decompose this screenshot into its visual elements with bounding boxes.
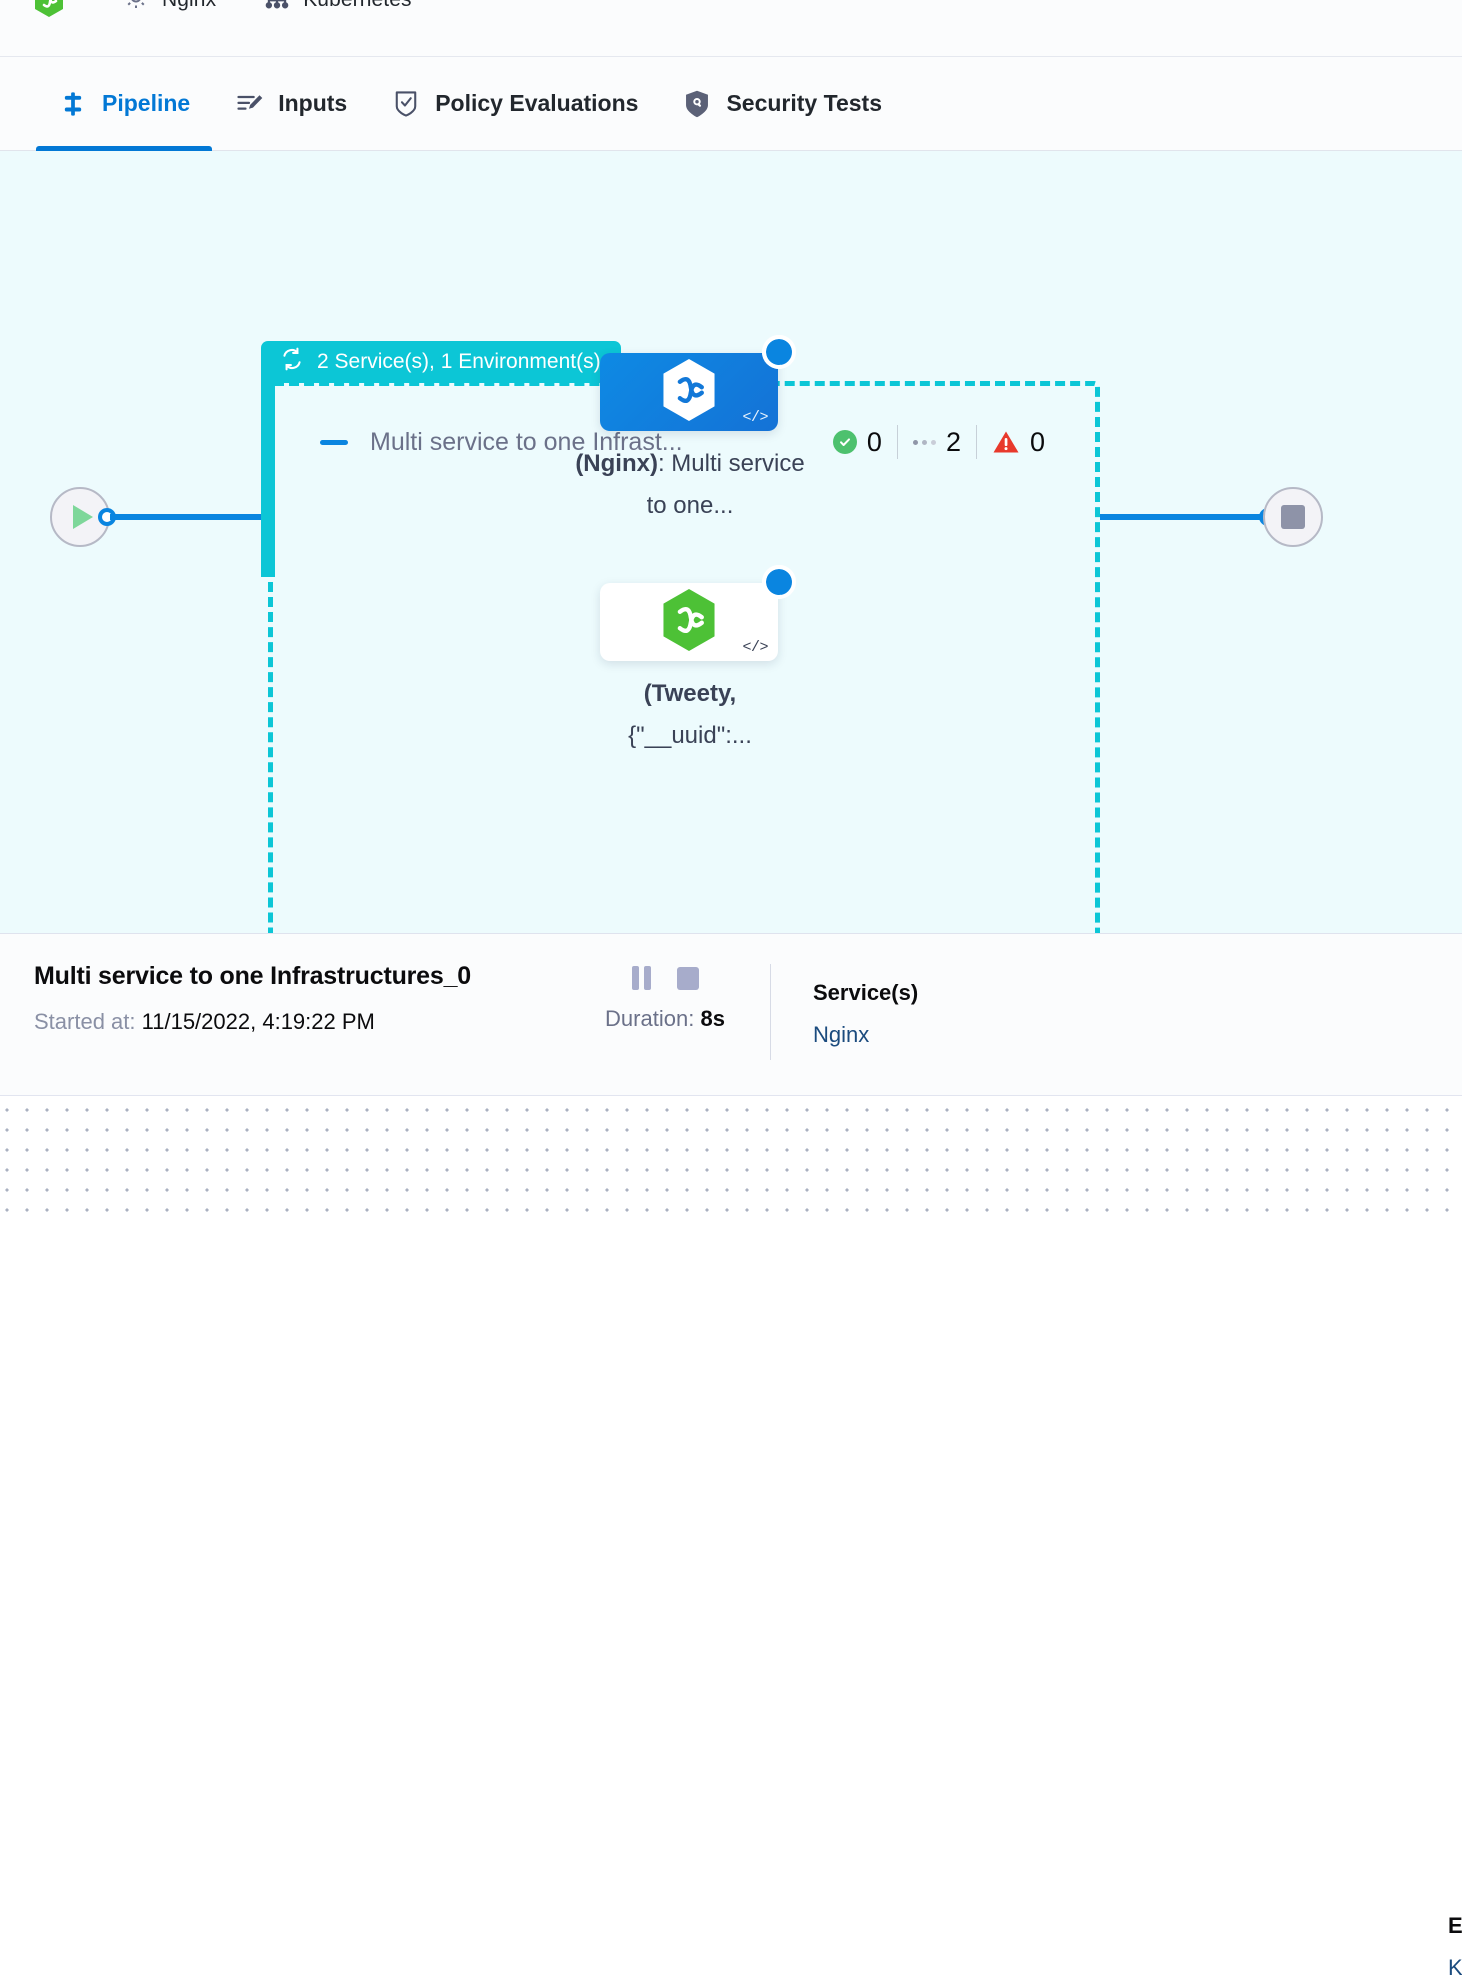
loop-rotate-icon — [279, 346, 305, 378]
breadcrumb-bar: Nginx Kubernetes — [0, 0, 1462, 57]
pipeline-icon — [58, 89, 88, 119]
stage-group-label: 2 Service(s), 1 Environment(s) — [317, 350, 601, 373]
service-node-nginx-label: (Nginx): Multi service to one... — [565, 443, 815, 527]
edge-group-to-end — [1100, 514, 1268, 520]
duration-value: 8s — [700, 1006, 725, 1031]
harness-hexagon-green-icon — [660, 588, 718, 656]
counter-value: 2 — [945, 426, 961, 457]
play-icon — [72, 505, 93, 529]
tab-label: Security Tests — [726, 90, 882, 116]
stop-icon[interactable] — [676, 966, 699, 990]
counter-success: 0 — [818, 425, 897, 459]
stop-icon — [1281, 505, 1305, 529]
breadcrumb-item-kubernetes[interactable]: Kubernetes — [262, 0, 412, 17]
code-tag: </> — [742, 639, 768, 656]
gear-icon — [121, 0, 151, 17]
node-status-running-icon — [762, 565, 796, 599]
tab-label: Pipeline — [102, 90, 191, 116]
stage-header-row[interactable]: Multi service to one Infrast... 0 2 — [320, 419, 1060, 465]
service-node-label-rest: : Multi service to one... — [646, 450, 805, 519]
duration-block: Duration: 8s — [560, 934, 770, 1032]
services-block: Service(s) Nginx — [771, 934, 918, 1048]
execution-controls — [560, 964, 770, 992]
service-node-tweety[interactable]: </> — [600, 583, 778, 661]
code-tag: </> — [742, 409, 768, 426]
tab-pipeline[interactable]: Pipeline — [36, 57, 213, 151]
pipeline-canvas[interactable]: 2 Service(s), 1 Environment(s) Multi ser… — [0, 151, 1462, 933]
collapse-dash-icon[interactable] — [320, 439, 348, 445]
stage-group-header[interactable]: 2 Service(s), 1 Environment(s) — [261, 341, 621, 383]
detail-left-block: Multi service to one Infrastructures_0 S… — [0, 934, 560, 1035]
service-node-label-rest: {"__uuid":... — [628, 722, 752, 749]
stage-counters: 0 2 0 — [818, 422, 1060, 462]
check-circle-icon — [832, 430, 857, 454]
counter-failed: 0 — [975, 425, 1060, 459]
tab-label: Inputs — [278, 90, 348, 116]
execution-detail-panel: Multi service to one Infrastructures_0 S… — [0, 933, 1462, 1980]
pipeline-start-node[interactable] — [50, 487, 110, 547]
three-dots-icon — [912, 439, 936, 445]
canvas-dot-grid[interactable] — [0, 1095, 1462, 1228]
policy-shield-check-icon — [391, 89, 421, 119]
edge-start-to-group — [110, 514, 270, 520]
duration-label: Duration: — [605, 1006, 695, 1031]
started-at-row: Started at: 11/15/2022, 4:19:22 PM — [34, 1009, 560, 1035]
counter-running: 2 — [896, 425, 976, 459]
detail-divider — [770, 964, 771, 1060]
kubernetes-icon — [262, 0, 292, 17]
inputs-icon — [234, 89, 264, 119]
environments-block: Envi Kub — [1406, 1867, 1462, 1981]
service-node-nginx[interactable]: </> — [600, 353, 778, 431]
service-node-label-bold: (Nginx) — [575, 450, 658, 477]
duration-text: Duration: 8s — [560, 1006, 770, 1032]
page-title: Multi service to one Infrastructures_0 — [34, 962, 471, 990]
harness-hexagon-white-icon — [660, 358, 718, 426]
services-value-link[interactable]: Nginx — [813, 1022, 870, 1047]
services-heading: Service(s) — [813, 980, 919, 1005]
environments-heading: Envi — [1448, 1913, 1462, 1938]
pause-icon[interactable] — [631, 966, 651, 990]
security-shield-icon — [682, 89, 712, 119]
counter-value: 0 — [1029, 426, 1045, 457]
breadcrumb-item-nginx[interactable]: Nginx — [121, 0, 216, 17]
tab-inputs[interactable]: Inputs — [212, 57, 369, 151]
warning-triangle-icon — [992, 429, 1020, 455]
started-at-value: 11/15/2022, 4:19:22 PM — [141, 1009, 375, 1034]
environments-value-link[interactable]: Kub — [1448, 1955, 1462, 1980]
service-node-tweety-label: (Tweety, {"__uuid":... — [565, 673, 815, 757]
breadcrumb-item-label: Nginx — [162, 0, 216, 12]
harness-hexagon-green-icon — [34, 0, 64, 17]
tab-security-tests[interactable]: Security Tests — [660, 57, 904, 151]
breadcrumb-item-label: Kubernetes — [303, 0, 411, 12]
node-status-running-icon — [762, 335, 796, 369]
breadcrumb-item-harness[interactable] — [34, 0, 75, 17]
service-node-label-bold: (Tweety, — [643, 680, 737, 707]
counter-value: 0 — [866, 426, 882, 457]
tab-policy-evaluations[interactable]: Policy Evaluations — [369, 57, 660, 151]
tab-label: Policy Evaluations — [435, 90, 639, 116]
started-at-label: Started at: — [34, 1009, 136, 1034]
stage-title: Multi service to one Infrast... — [370, 427, 683, 456]
tab-bar: Pipeline Inputs Policy Evaluations — [0, 57, 1462, 151]
pipeline-end-node[interactable] — [1263, 487, 1323, 547]
